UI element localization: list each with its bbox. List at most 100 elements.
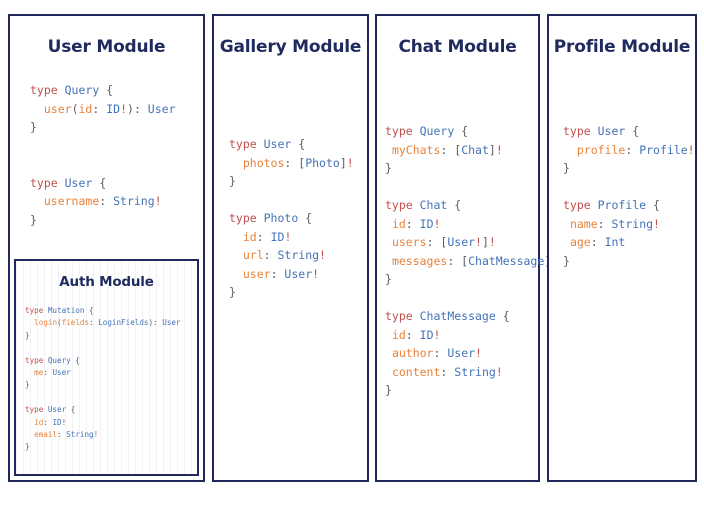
code-line: user: User! [229, 265, 367, 284]
code-token-type: Query [419, 124, 455, 138]
code-line: } [30, 118, 203, 137]
code-line: type Query { [30, 81, 203, 100]
code-block-gallery-module: type User { photos: [Photo]!} type Photo… [229, 135, 367, 302]
code-token-type: String [454, 364, 496, 379]
code-line: user(id: ID!): User [30, 100, 203, 119]
code-token-field: url [242, 248, 264, 262]
code-token-bang: ! [312, 266, 320, 281]
code-token-type: String [611, 216, 654, 231]
code-token-type: User [447, 346, 476, 360]
code-token-type: String [277, 248, 320, 262]
code-token-punct: : [433, 346, 448, 360]
code-token-punct: } [30, 212, 37, 227]
code-token-type: ID [270, 229, 285, 244]
code-token-kw: type [385, 309, 420, 323]
code-token-punct [385, 346, 392, 360]
code-line: profile: Profile! [563, 141, 695, 160]
code-token-punct: } [30, 120, 37, 134]
code-token-punct: { [99, 83, 114, 97]
code-token-punct: : [57, 430, 67, 440]
code-block-profile-module: type User { profile: Profile!} type Prof… [563, 122, 695, 270]
code-token-punct [30, 194, 44, 208]
code-token-punct [385, 235, 392, 249]
code-token-bang: ! [433, 327, 441, 342]
code-token-punct: : [625, 142, 640, 157]
code-line [30, 155, 203, 174]
code-token-punct: ] [481, 235, 489, 249]
code-token-bang: ! [61, 417, 67, 427]
code-token-punct [25, 318, 34, 327]
code-line: type Mutation { [25, 305, 197, 317]
code-token-field: users [391, 235, 427, 249]
code-token-punct [30, 102, 44, 116]
code-token-type: LoginFields [98, 318, 149, 328]
code-token-field: age [569, 235, 591, 249]
code-token-punct: ( [71, 101, 79, 116]
code-token-punct: { [92, 175, 107, 190]
code-token-bang: ! [319, 248, 326, 262]
code-token-type: ChatMessage [468, 253, 545, 268]
panel-auth-module[interactable]: Auth Module type Mutation { login(fields… [14, 259, 199, 476]
panel-gallery-module[interactable]: Gallery Module type User { photos: [Phot… [212, 14, 369, 482]
code-token-field: myChats [391, 142, 441, 157]
code-token-bang: ! [495, 364, 503, 379]
code-token-punct: { [454, 124, 469, 138]
code-token-punct [563, 143, 577, 157]
code-token-type: User [447, 235, 476, 249]
code-token-punct: : [ [284, 155, 306, 170]
code-line: } [563, 252, 695, 271]
code-token-bang: ! [653, 216, 660, 231]
code-token-punct [385, 217, 392, 231]
code-token-punct [229, 156, 243, 170]
code-line: } [229, 172, 367, 191]
code-token-type: Profile [597, 198, 647, 212]
code-token-punct [229, 248, 243, 262]
panel-user-module[interactable]: User Module type Query { user(id: ID!): … [8, 14, 205, 482]
code-token-bang: ! [120, 101, 128, 116]
code-token-punct: : [ [440, 142, 462, 157]
code-token-bang: ! [433, 216, 441, 231]
code-line: email: String! [25, 429, 197, 441]
panel-title-profile-module: Profile Module [553, 37, 691, 57]
code-token-bang: ! [488, 235, 496, 249]
code-token-punct: } [385, 383, 392, 397]
code-token-punct: } [385, 161, 392, 175]
code-token-bang: ! [346, 155, 354, 170]
code-line [25, 392, 197, 404]
code-token-punct: } [25, 330, 30, 340]
code-line: name: String! [563, 215, 695, 234]
code-token-punct: : [440, 364, 455, 379]
code-token-punct: } [25, 380, 30, 390]
code-token-punct: { [70, 355, 80, 365]
code-token-punct: : [590, 235, 605, 249]
code-token-field: fields [61, 318, 90, 328]
code-token-bang: ! [154, 194, 162, 208]
code-token-punct [563, 235, 570, 249]
code-token-punct [385, 143, 392, 157]
code-line: } [25, 441, 197, 453]
code-line: age: Int [563, 233, 695, 252]
code-line: } [563, 159, 695, 178]
code-line: login(fields: LoginFields): User [25, 317, 197, 329]
panel-chat-module[interactable]: Chat Module type Query { myChats: [Chat]… [375, 14, 558, 482]
code-line: author: User! [385, 344, 538, 363]
code-token-bang: ! [284, 229, 292, 244]
code-line [30, 137, 203, 156]
code-token-type: User [147, 101, 176, 116]
code-block-auth-module: type Mutation { login(fields: LoginField… [25, 305, 197, 454]
code-token-punct [229, 230, 243, 244]
code-token-field: id [78, 101, 93, 116]
code-token-type: Query [47, 355, 71, 365]
code-token-kw: type [563, 198, 598, 212]
code-token-punct: : [405, 327, 420, 342]
code-token-type: String [66, 430, 94, 440]
code-line: type User { [25, 404, 197, 416]
code-token-field: me [34, 368, 44, 378]
code-line [25, 342, 197, 354]
code-token-kw: type [25, 405, 48, 415]
code-token-field: user [43, 101, 72, 116]
code-token-field: id [391, 327, 406, 342]
code-line: type User { [30, 174, 203, 193]
code-line: me: User [25, 367, 197, 379]
panel-profile-module[interactable]: Profile Module type User { profile: Prof… [547, 14, 697, 482]
